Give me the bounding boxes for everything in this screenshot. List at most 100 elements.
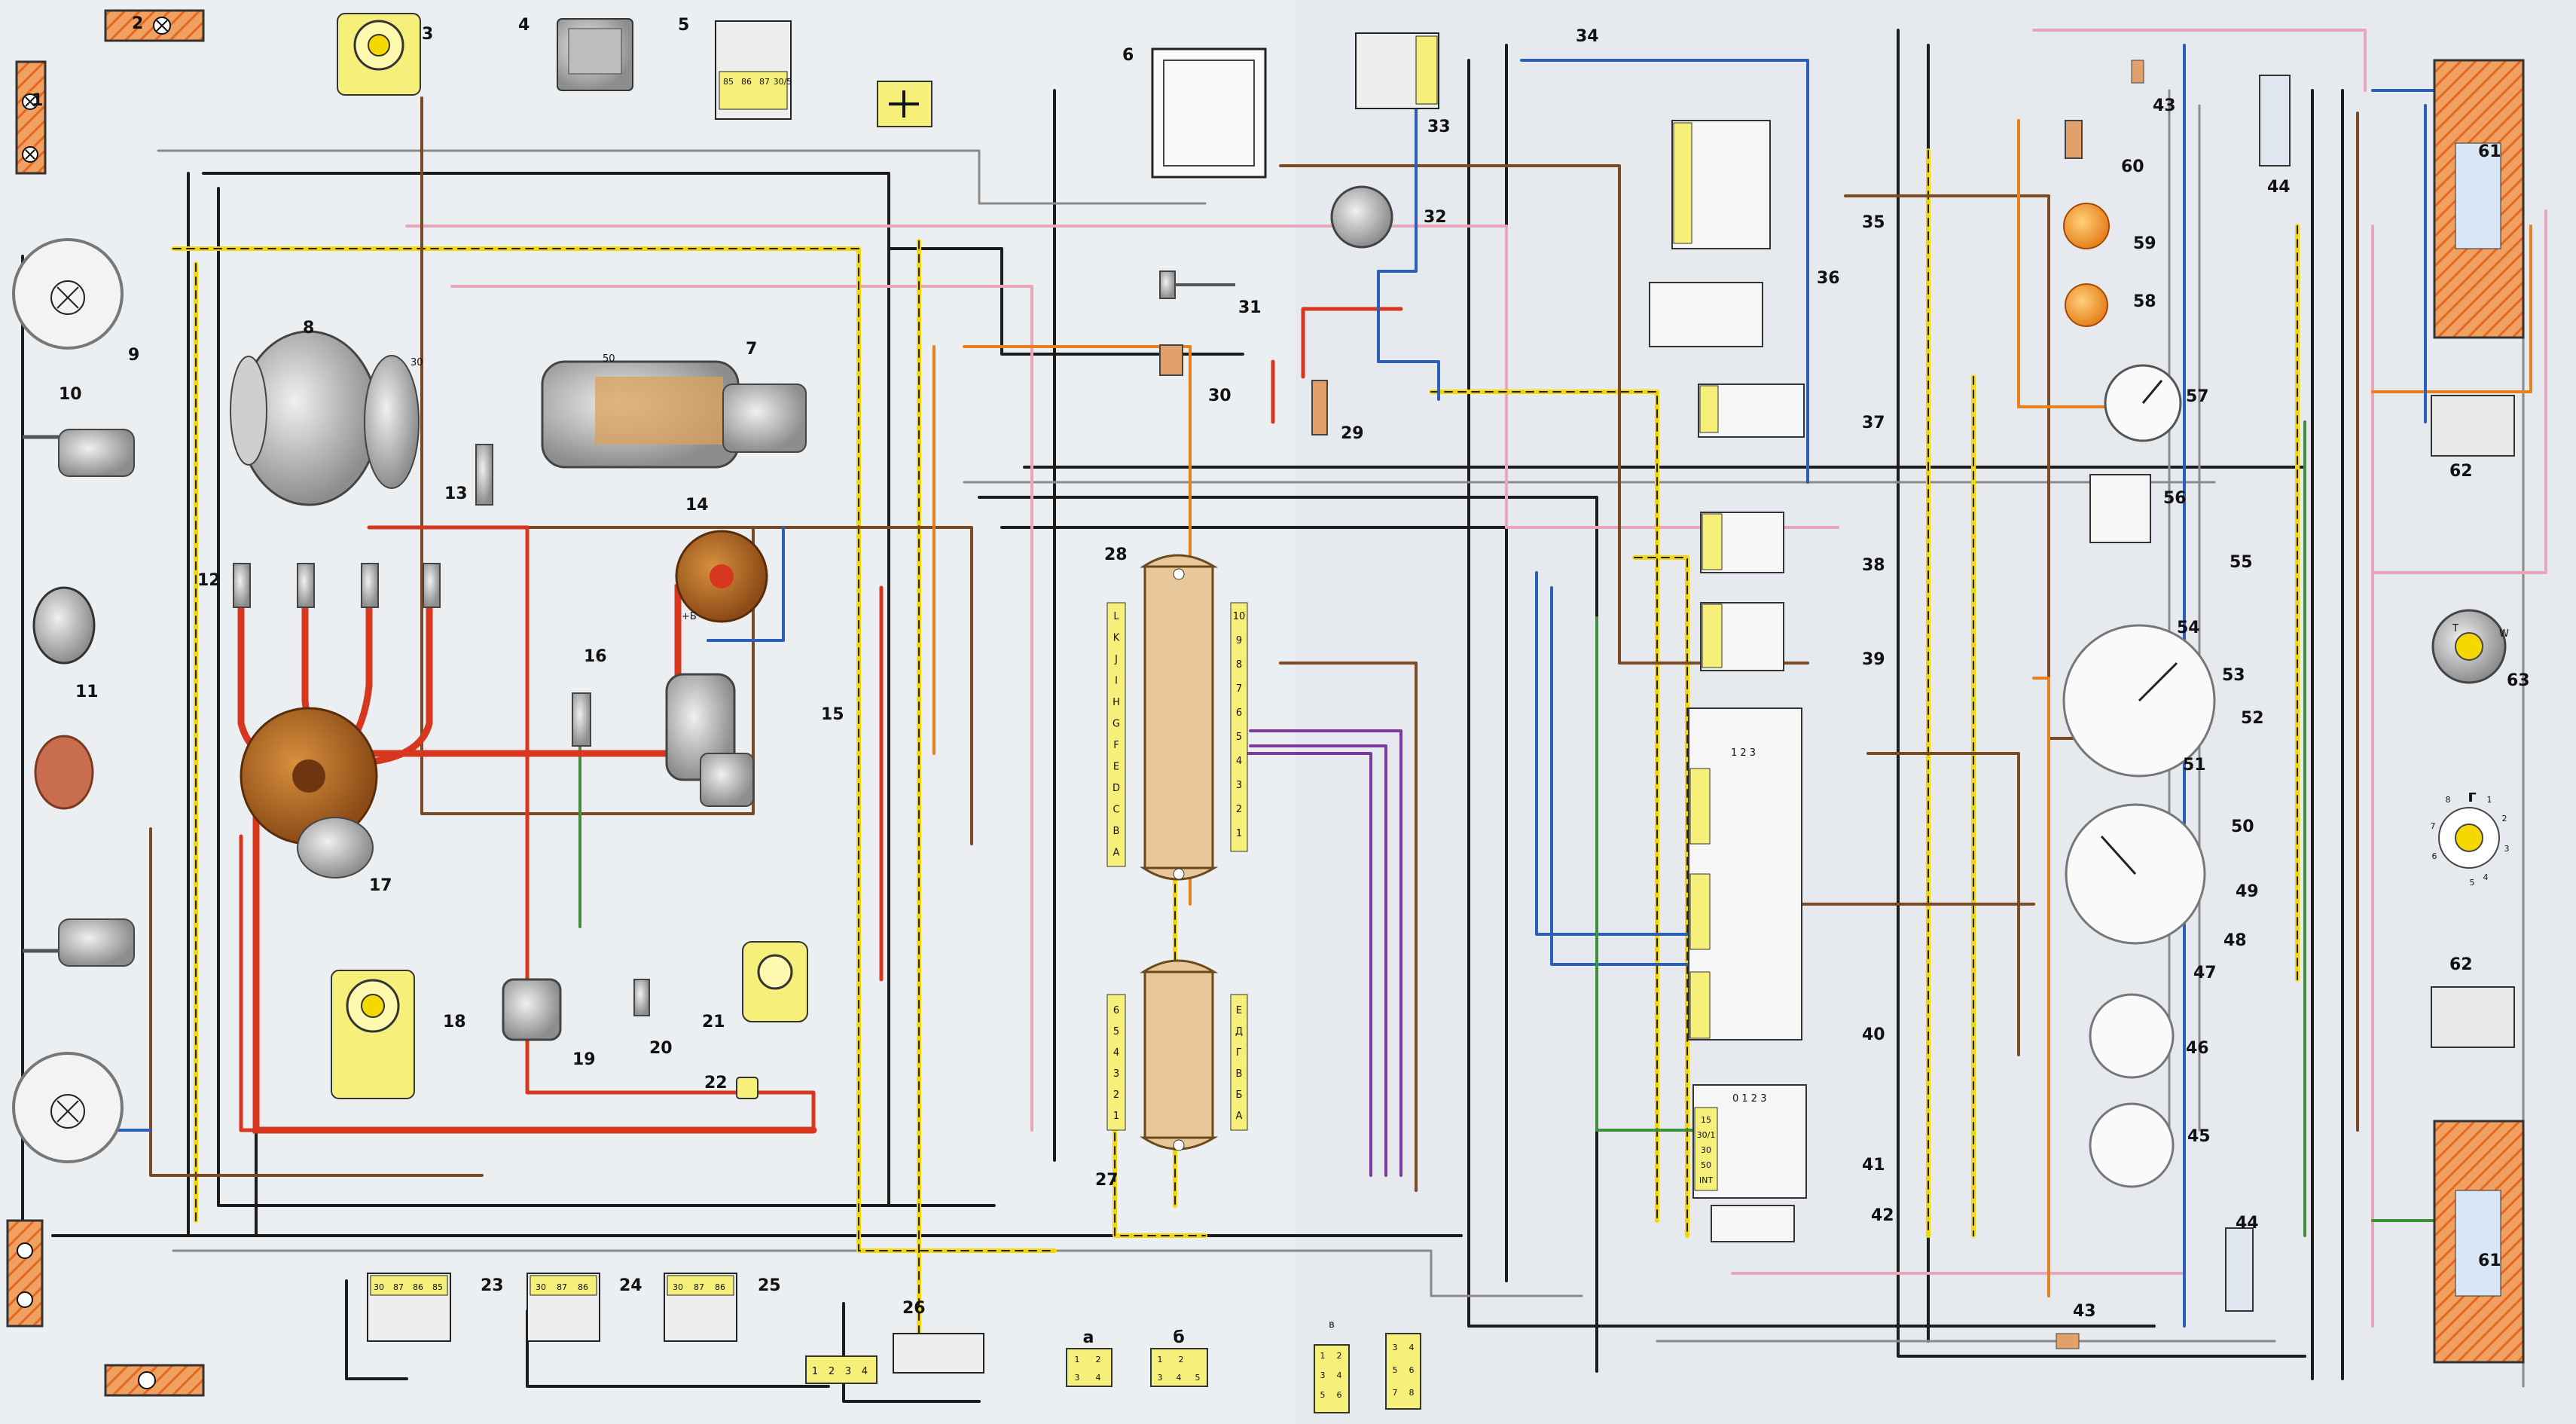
component-label: 46 <box>2186 1039 2209 1058</box>
hazard-switch-35 <box>1671 120 1771 249</box>
component-label: 21 <box>702 1013 725 1031</box>
fuse-27-number: 6 <box>1113 1005 1119 1016</box>
connector-g-pin: 3 <box>2504 844 2510 854</box>
connector-pin: 1 <box>1320 1351 1326 1361</box>
component-label: 36 <box>1817 269 1840 288</box>
switch-36 <box>1649 282 1763 347</box>
ignition-terminal: 15 <box>1701 1115 1711 1125</box>
connector-26-pin: 1 <box>812 1366 818 1377</box>
distributor <box>240 707 378 879</box>
fuse-28-letter: C <box>1113 805 1119 816</box>
side-lamp-bottom <box>104 1364 205 1397</box>
component-label: 12 <box>197 571 221 590</box>
component-label: 37 <box>1862 414 1885 432</box>
component-label: 56 <box>2163 489 2187 508</box>
fuel-sender-terminal-t: Т <box>2452 623 2458 634</box>
temperature-gauge-57 <box>2104 364 2182 442</box>
component-label: 51 <box>2183 756 2206 775</box>
sensor-29 <box>1311 380 1328 435</box>
component-label: 33 <box>1427 118 1451 136</box>
connector-pin: 5 <box>1393 1365 1398 1375</box>
component-label: 19 <box>572 1050 596 1069</box>
fuse-28-letter: F <box>1113 740 1119 751</box>
connector-pin: 6 <box>1337 1390 1342 1400</box>
connector-pin: 1 <box>1158 1355 1163 1364</box>
ignition-switch-41 <box>1692 1084 1807 1199</box>
relay-pin: 85 <box>432 1282 443 1292</box>
component-label: 8 <box>303 319 314 338</box>
relay-pin: 86 <box>578 1282 588 1292</box>
lamp-22 <box>736 1077 758 1099</box>
wire-harness <box>21 29 2547 1403</box>
speedometer-54 <box>2062 624 2216 778</box>
component-label: 15 <box>821 705 844 724</box>
fuse-27-letter: Д <box>1235 1026 1243 1037</box>
oil-pressure-sender-20 <box>633 979 650 1016</box>
spark-plugs <box>233 563 441 608</box>
connector-pin: 4 <box>1409 1343 1415 1352</box>
component-label: 20 <box>649 1039 673 1058</box>
windshield-wiper-motor <box>665 673 754 807</box>
fuse-28-letter: K <box>1113 633 1120 644</box>
component-label: 40 <box>1862 1025 1885 1044</box>
connector-view-b <box>1150 1348 1208 1387</box>
connector-pin: 4 <box>1177 1373 1182 1383</box>
component-label: 9 <box>128 346 139 365</box>
component-label: 52 <box>2241 709 2264 728</box>
relay-5 <box>715 20 792 120</box>
connector-pin: 4 <box>1337 1371 1342 1380</box>
component-label: 5 <box>678 16 689 35</box>
connector-pin: 3 <box>1158 1373 1163 1383</box>
starter-motor <box>541 360 807 469</box>
relay-5-pin: 86 <box>741 77 752 87</box>
fuse-28-number: 8 <box>1236 659 1242 671</box>
connector-g-pin: 1 <box>2487 795 2492 805</box>
relay-pin: 87 <box>694 1282 704 1292</box>
component-label: 49 <box>2236 882 2259 901</box>
component-label: 6 <box>1122 46 1134 65</box>
component-label: 34 <box>1576 27 1599 46</box>
fuse-27-letter: Е <box>1236 1005 1242 1016</box>
relay-pin: 30 <box>673 1282 683 1292</box>
voltage-regulator <box>557 18 633 91</box>
connector-view-label: а <box>1083 1328 1094 1347</box>
relay-5-pin: 85 <box>723 77 734 87</box>
tachometer-47 <box>2065 803 2206 945</box>
connector-g-pin: 2 <box>2502 814 2507 824</box>
fuse-28-number: 10 <box>1233 611 1246 622</box>
headlamp-bottom <box>12 1052 124 1163</box>
ignition-terminal: INT <box>1699 1175 1713 1185</box>
fuel-gauge-46 <box>2089 993 2175 1079</box>
component-label: 55 <box>2230 553 2253 572</box>
component-label: 31 <box>1238 298 1262 317</box>
fuse-27-number: 5 <box>1113 1026 1119 1037</box>
component-label: 43 <box>2153 96 2176 115</box>
wiper-switch-40 <box>1688 707 1802 1040</box>
switch-37 <box>1698 384 1805 438</box>
fuse-28-number: 9 <box>1236 635 1242 646</box>
connector-g-pin: 6 <box>2432 851 2437 861</box>
plate-lamp-top <box>2431 395 2515 457</box>
starter-terminal: 50 <box>603 353 615 365</box>
plate-lamp-bottom <box>2431 986 2515 1048</box>
component-label: 60 <box>2121 157 2144 176</box>
component-label: 62 <box>2449 462 2473 481</box>
wiper-positions: 1 2 3 <box>1731 747 1756 759</box>
connector-pin: 6 <box>1409 1365 1415 1375</box>
oil-pressure-sender-13 <box>475 444 493 506</box>
sensor-60 <box>2065 120 2083 159</box>
connector-view-label: б <box>1173 1328 1184 1347</box>
component-label: 3 <box>422 25 433 44</box>
ignition-coil <box>675 530 768 623</box>
component-label: 57 <box>2186 387 2209 406</box>
component-label: 44 <box>2236 1214 2259 1233</box>
component-label: 30 <box>1208 387 1232 405</box>
connector-pin: 2 <box>1096 1355 1101 1364</box>
component-label: 48 <box>2223 931 2247 950</box>
component-label: 24 <box>619 1276 642 1295</box>
warning-lamp-58 <box>2065 283 2108 327</box>
rear-lamp-unit-bottom <box>2433 1120 2525 1364</box>
fuse-28-letter: A <box>1113 848 1120 859</box>
